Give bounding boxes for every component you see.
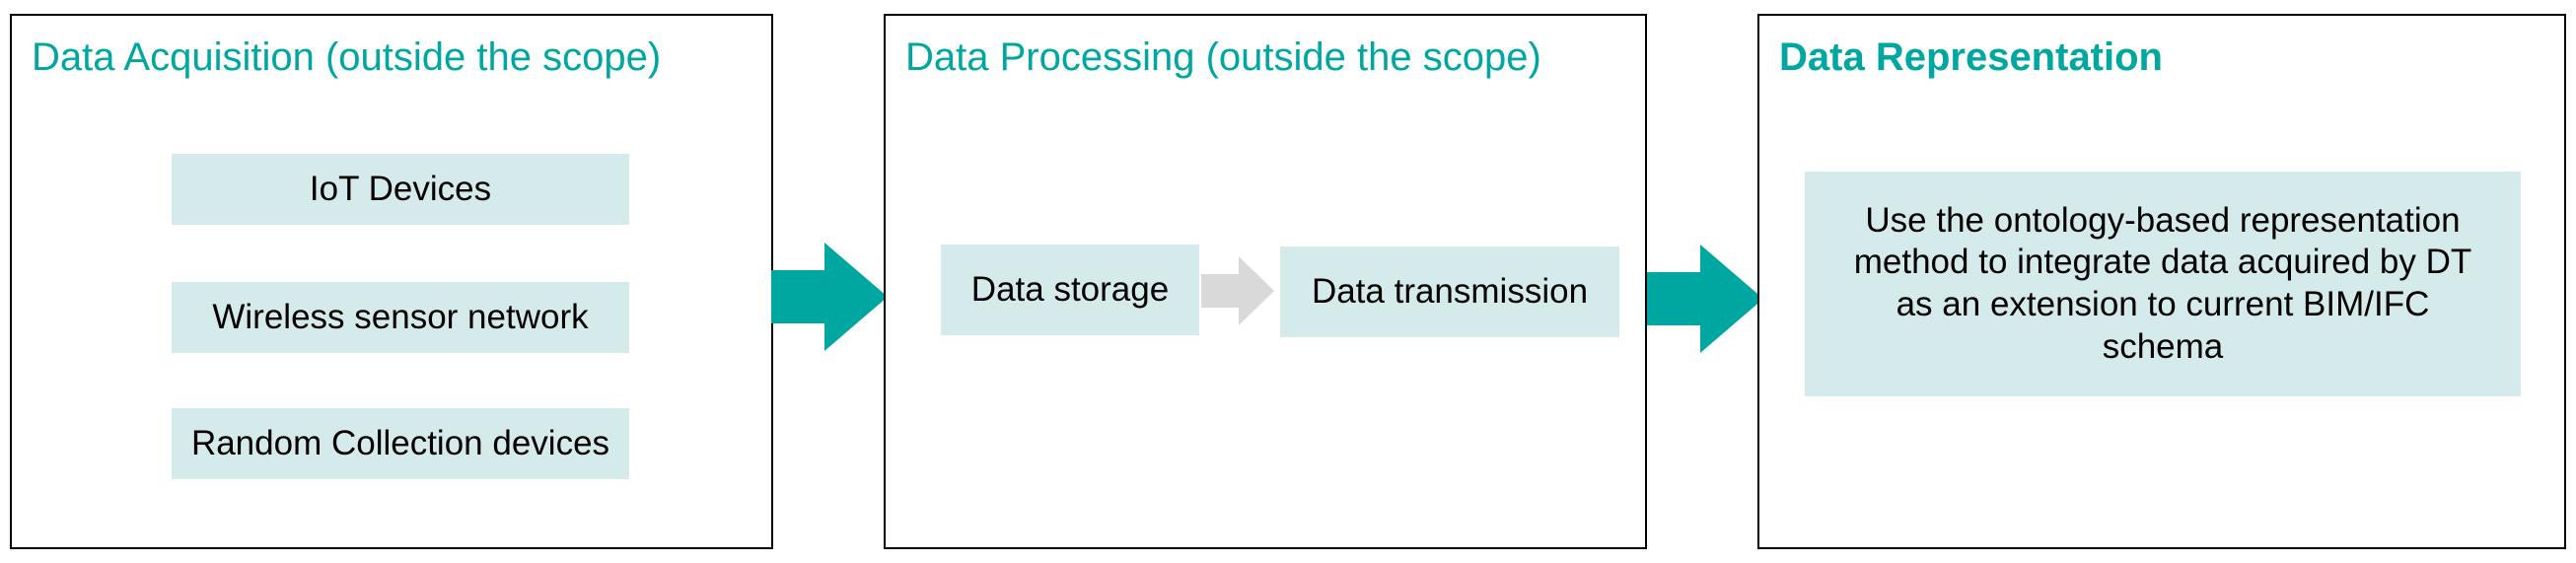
data-storage-box: Data storage bbox=[941, 245, 1199, 335]
iot-devices-box: IoT Devices bbox=[172, 154, 629, 225]
ontology-representation-box: Use the ontology-based representation me… bbox=[1805, 172, 2521, 396]
wireless-sensor-network-box: Wireless sensor network bbox=[172, 282, 629, 353]
storage-to-transmission-arrow-shape bbox=[1201, 256, 1274, 325]
data-representation-title: Data Representation bbox=[1779, 35, 2163, 79]
storage-to-transmission-arrow bbox=[1201, 256, 1274, 325]
data-acquisition-panel: Data Acquisition (outside the scope) IoT… bbox=[10, 14, 773, 549]
random-collection-devices-box: Random Collection devices bbox=[172, 408, 629, 479]
flow-arrow-1 bbox=[771, 243, 888, 351]
flow-arrow-2 bbox=[1647, 245, 1763, 353]
flow-arrow-1-shape bbox=[771, 243, 888, 351]
data-processing-title: Data Processing (outside the scope) bbox=[905, 35, 1541, 79]
data-acquisition-title: Data Acquisition (outside the scope) bbox=[32, 35, 662, 79]
data-transmission-box: Data transmission bbox=[1280, 246, 1619, 337]
flow-arrow-2-shape bbox=[1647, 245, 1763, 353]
data-representation-panel: Data Representation Use the ontology-bas… bbox=[1757, 14, 2566, 549]
data-processing-panel: Data Processing (outside the scope) Data… bbox=[884, 14, 1647, 549]
